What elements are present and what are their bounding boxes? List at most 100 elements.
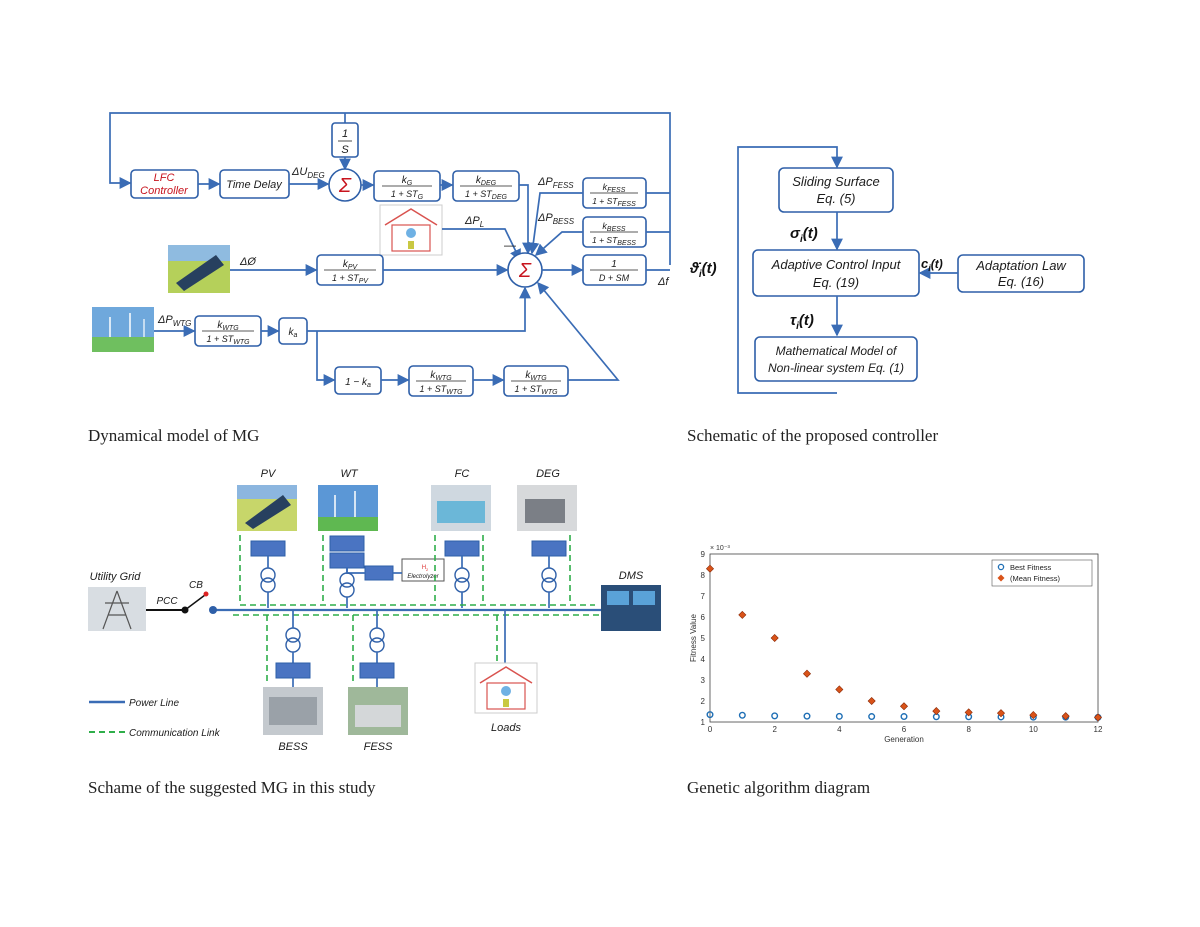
- legend-communication-link: Communication Link: [129, 728, 221, 739]
- fess-image: [348, 687, 408, 735]
- mean-fitness-point: [1061, 712, 1070, 721]
- one-minus-ka-label: 1 − k: [345, 377, 368, 388]
- minus-sign: —: [504, 238, 516, 252]
- kwtg-num-2: k: [430, 370, 436, 381]
- legend-entry: (Mean Fitness): [1010, 574, 1061, 583]
- svg-text:ka: ka: [289, 327, 298, 339]
- dp-wtg-sub: WTG: [173, 319, 192, 328]
- dms-image: [601, 585, 661, 631]
- mean-fitness-point: [1093, 713, 1103, 722]
- kpv-num: k: [343, 259, 349, 270]
- svg-text:1 + STG: 1 + STG: [391, 189, 424, 201]
- legend-box: [991, 559, 1093, 587]
- kfess-num: k: [603, 182, 608, 192]
- mean-fitness-point: [738, 610, 747, 619]
- fc-image: [431, 485, 491, 531]
- caption-ga-chart: Genetic algorithm diagram: [687, 778, 871, 797]
- svg-text:kDEG: kDEG: [476, 175, 497, 187]
- pv-panel-image: [168, 245, 230, 293]
- cb-label: CB: [189, 580, 203, 591]
- svg-text:kG: kG: [402, 175, 413, 187]
- sigma-sub: i: [800, 234, 803, 245]
- kwtg-num-sub-1: WTG: [222, 325, 239, 332]
- adaptation-law-label: Adaptation Law: [975, 258, 1067, 273]
- svg-text:1 + STWTG: 1 + STWTG: [514, 384, 558, 396]
- kwtg-num-sub-3: WTG: [530, 375, 547, 382]
- sigma-arg: (t): [803, 225, 818, 242]
- deg-title: DEG: [536, 468, 560, 480]
- y-tick-label: 6: [701, 613, 706, 622]
- svg-text:σi(t): σi(t): [790, 225, 818, 245]
- svg-text:ΔPFESS: ΔPFESS: [537, 176, 574, 190]
- svg-text:1 + STWTG: 1 + STWTG: [419, 384, 463, 396]
- best-fitness-point: [706, 711, 714, 719]
- du-deg-label: ΔU: [291, 166, 307, 178]
- svg-text:H2: H2: [422, 565, 429, 572]
- kg-num-sub: G: [407, 180, 413, 187]
- mean-fitness-point: [932, 707, 941, 716]
- svg-text:kPV: kPV: [343, 259, 359, 271]
- ka-sub: a: [294, 332, 298, 339]
- svg-text:1 − ka: 1 − ka: [345, 377, 371, 389]
- kbess-num-sub: BESS: [607, 226, 626, 233]
- inv-s-den: S: [341, 144, 349, 156]
- svg-text:1 + STFESS: 1 + STFESS: [592, 196, 636, 208]
- svg-text:1 + STBESS: 1 + STBESS: [592, 235, 636, 247]
- kpv-num-sub: PV: [348, 264, 359, 271]
- dynamical-model-diagram: 1 S LFC Controller Time Delay ΔUDEG Σ kG…: [92, 112, 671, 397]
- kwtg-den-sub-3: WTG: [541, 389, 558, 396]
- legend-marker-mean: [997, 574, 1005, 582]
- mean-fitness-point: [705, 564, 715, 573]
- dsm-den: D + SM: [599, 273, 630, 283]
- pcc-label: PCC: [156, 596, 178, 607]
- svg-text:ϑ̇i(t): ϑ̇i(t): [690, 260, 717, 280]
- best-fitness-point: [803, 712, 811, 720]
- dphi-label: ΔØ: [239, 256, 257, 268]
- best-fitness-point: [900, 713, 908, 721]
- kpv-den: 1 + ST: [332, 273, 360, 283]
- svg-text:ΔUDEG: ΔUDEG: [291, 166, 325, 180]
- time-delay-label: Time Delay: [226, 179, 283, 191]
- kg-den-sub: G: [418, 194, 424, 201]
- y-tick-label: 5: [701, 634, 706, 643]
- c-sub: i: [928, 263, 931, 273]
- svg-text:1 + STWTG: 1 + STWTG: [206, 334, 250, 346]
- svg-text:ΔPL: ΔPL: [464, 215, 484, 229]
- mean-fitness-point: [899, 702, 909, 711]
- kwtg-num-3: k: [525, 370, 531, 381]
- one-minus-ka-sub: a: [367, 382, 371, 389]
- utility-grid-title: Utility Grid: [90, 571, 142, 583]
- y-tick-label: 7: [701, 592, 706, 601]
- best-fitness-point: [771, 712, 779, 720]
- y-axis-label: Fitness Value: [689, 614, 698, 662]
- theta-arg: (t): [702, 260, 717, 277]
- deg-image: [517, 485, 577, 531]
- utility-tower-image: [88, 587, 146, 631]
- kwtg-den-2: 1 + ST: [419, 384, 447, 394]
- kwtg-num-1: k: [217, 320, 223, 331]
- microgrid-scheme: PV WT FC DEG H2 Electrolyzer: [88, 468, 661, 753]
- mean-fitness-point: [835, 685, 844, 694]
- y-tick-label: 1: [701, 718, 706, 727]
- kwtg-den-1: 1 + ST: [206, 334, 234, 344]
- caption-dynamical-model: Dynamical model of MG: [88, 426, 260, 445]
- legend-entry: Best Fitness: [1010, 563, 1052, 572]
- adaptive-input-label: Adaptive Control Input: [771, 257, 902, 272]
- kwtg-den-3: 1 + ST: [514, 384, 542, 394]
- legend-marker-best: [997, 563, 1005, 571]
- theta-sub: i: [699, 269, 702, 280]
- sum-symbol-2: Σ: [518, 260, 532, 282]
- df-label: Δf: [657, 276, 669, 288]
- sliding-surface-label: Sliding Surface: [792, 174, 879, 189]
- kbess-num: k: [602, 221, 607, 231]
- y-tick-label: 4: [701, 655, 706, 664]
- fc-title: FC: [455, 468, 470, 480]
- loads-title: Loads: [491, 722, 521, 734]
- svg-text:1 + STPV: 1 + STPV: [332, 273, 369, 285]
- caption-controller: Schematic of the proposed controller: [687, 426, 939, 445]
- caption-mg-scheme: Schame of the suggested MG in this study: [88, 778, 376, 797]
- c-label: c: [921, 256, 929, 271]
- fess-title: FESS: [364, 741, 393, 753]
- svg-text:kBESS: kBESS: [602, 221, 626, 233]
- kfess-den-sub: FESS: [617, 201, 636, 208]
